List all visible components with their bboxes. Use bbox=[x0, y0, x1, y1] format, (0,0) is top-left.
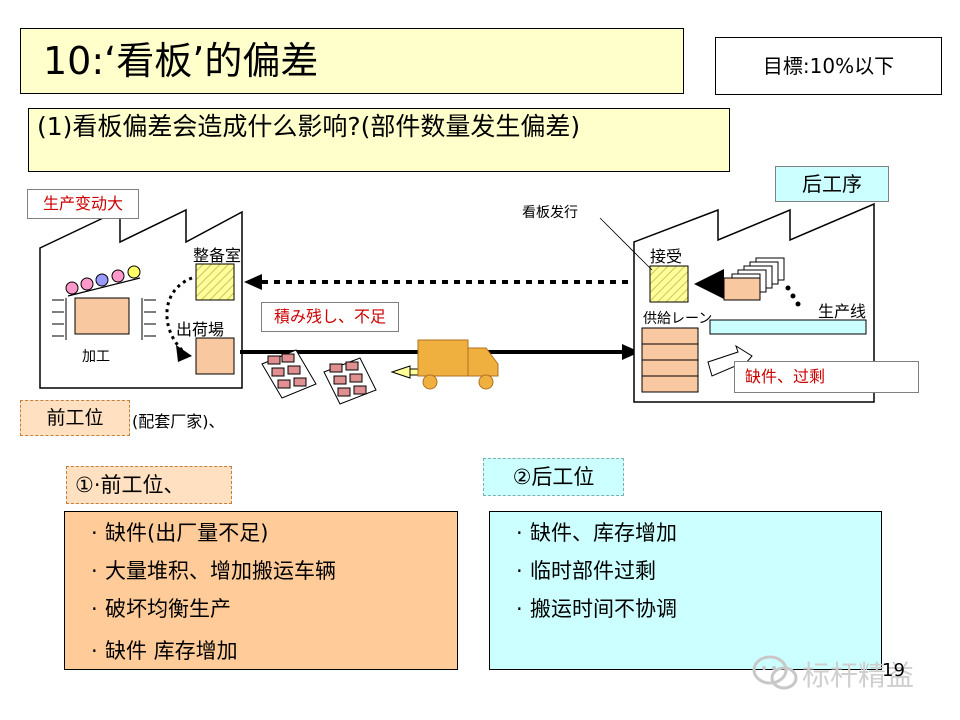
list-item: ·搬运时间不协调 bbox=[516, 597, 677, 621]
pre-process-tag: 前工位 bbox=[20, 400, 130, 436]
section1-panel: ·缺件(出厂量不足) ·大量堆积、增加搬运车辆 ·破坏均衡生产 ·缺件 库存增加 bbox=[64, 511, 458, 670]
list-item: ·缺件、库存增加 bbox=[516, 521, 677, 545]
page-number: 19 bbox=[882, 660, 905, 681]
kanban-issue-label: 看板发行 bbox=[522, 205, 578, 221]
list-item: ·临时部件过剩 bbox=[516, 559, 656, 583]
pallet-icon bbox=[261, 349, 317, 399]
left-factory-icon bbox=[39, 208, 243, 389]
target-box: 目標:10%以下 bbox=[715, 37, 942, 95]
production-line-label: 生产线 bbox=[818, 302, 867, 321]
supply-lane-stack bbox=[641, 327, 699, 393]
processing-machine-icon bbox=[52, 265, 156, 340]
post-process-tag: 后工序 bbox=[775, 166, 889, 202]
shipping-box bbox=[195, 337, 235, 375]
watermark: 标杆精益 bbox=[750, 650, 935, 694]
shortage-surplus-tag: 缺件、过剩 bbox=[734, 361, 919, 393]
prep-room-box bbox=[195, 263, 235, 301]
truck-icon bbox=[417, 339, 499, 390]
supply-lane-label: 供給レーン bbox=[643, 311, 713, 327]
receive-box bbox=[649, 265, 689, 303]
list-item: ·破坏均衡生产 bbox=[91, 597, 231, 621]
shipping-area-label: 出荷場 bbox=[176, 320, 225, 339]
wechat-icon bbox=[752, 655, 798, 690]
kanban-stack-icon bbox=[723, 257, 801, 307]
watermark-text: 标杆精益 bbox=[802, 659, 915, 692]
section2-heading: ②后工位 bbox=[483, 458, 624, 496]
supplier-note: (配套厂家)、 bbox=[132, 412, 225, 431]
list-item: ·缺件 库存增加 bbox=[91, 639, 238, 663]
section2-panel: ·缺件、库存增加 ·临时部件过剩 ·搬运时间不协调 bbox=[489, 511, 882, 670]
section1-heading: ①·前工位、 bbox=[66, 466, 232, 504]
production-line-bar bbox=[709, 319, 867, 335]
question-box: (1)看板偏差会造成什么影响?(部件数量发生偏差) bbox=[28, 108, 730, 172]
list-item: ·大量堆积、增加搬运车辆 bbox=[91, 559, 336, 583]
internal-flow-arrow bbox=[165, 276, 193, 354]
pallet-icon bbox=[323, 357, 377, 405]
list-item: ·缺件(出厂量不足) bbox=[91, 521, 269, 545]
prep-room-label: 整备室 bbox=[193, 246, 242, 265]
production-fluctuation-tag: 生产变动大 bbox=[27, 189, 139, 219]
receive-label: 接受 bbox=[650, 247, 683, 266]
callout-line bbox=[599, 217, 653, 271]
processing-label: 加工 bbox=[82, 349, 110, 365]
page-title: 10:‘看板’的偏差 bbox=[20, 28, 684, 94]
stock-shortage-tag: 積み残し、不足 bbox=[261, 302, 399, 332]
